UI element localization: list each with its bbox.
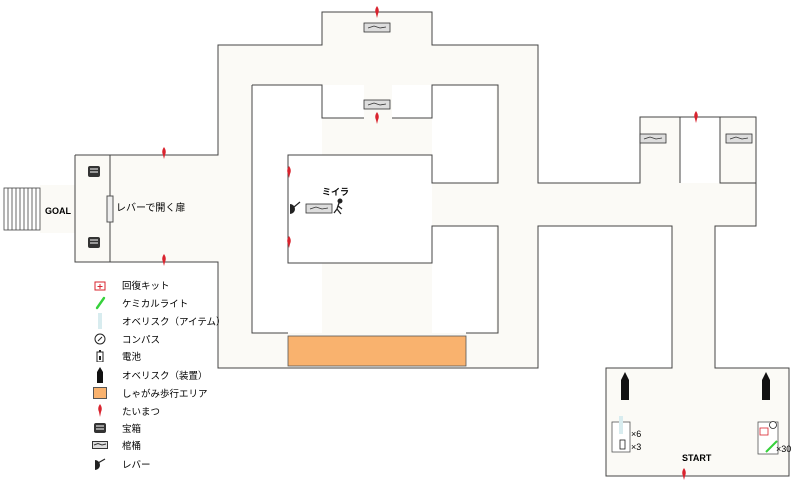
coffin-icon [92, 438, 108, 452]
start-chemical-count: ×30 [776, 444, 792, 454]
crawl-area [287, 335, 467, 367]
legend-item-compass: コンパス [92, 332, 160, 346]
treasure-chest-icon [88, 166, 100, 177]
legend-item-crawl-area: しゃがみ歩行エリア [92, 386, 208, 400]
lever-door [106, 195, 114, 223]
legend-item-obelisk-installed: オベリスク（装置） [92, 367, 208, 383]
lever-icon [92, 457, 108, 471]
start-label: START [682, 453, 712, 463]
torch-icon [287, 166, 291, 178]
torch-icon [694, 111, 698, 123]
legend-item-chemical-light: ケミカルライト [92, 296, 188, 310]
coffin-icon [725, 133, 753, 144]
legend-item-coffin: 棺桶 [92, 438, 141, 452]
obelisk-item-icon [92, 313, 108, 329]
legend-item-obelisk-item: オベリスク（アイテム） [92, 313, 226, 329]
walls [74, 11, 790, 477]
start-obelisk-count: ×6 [631, 429, 642, 439]
mummy-label: ミイラ [322, 187, 350, 197]
battery-icon [92, 349, 108, 363]
obelisk-installed-icon [762, 372, 770, 400]
goal-stairs [3, 187, 41, 231]
torch-icon [287, 236, 291, 248]
treasure-chest-icon [92, 421, 108, 435]
coffin-icon [305, 203, 333, 214]
legend-item-battery: 電池 [92, 349, 141, 363]
coffin-icon [639, 133, 667, 144]
first-aid-kit-icon [92, 278, 108, 292]
lever-door-label: レバーで開く扉 [116, 203, 186, 214]
goal-label: GOAL [45, 206, 71, 216]
legend-item-first-aid-kit: 回復キット [92, 278, 170, 292]
obelisk-installed-icon [621, 372, 629, 400]
mummy-icon [333, 198, 343, 215]
obelisk-installed-icon [92, 367, 108, 383]
torch-icon [375, 112, 379, 124]
torch-icon [375, 6, 379, 18]
start-item-box-left [611, 416, 631, 453]
start-item-box-right [757, 421, 779, 455]
coffin-icon [363, 22, 391, 33]
torch-icon [682, 468, 686, 480]
legend-item-treasure-chest: 宝箱 [92, 421, 141, 435]
coffin-icon [363, 99, 391, 110]
compass-icon [92, 332, 108, 346]
crawl-area-icon [92, 386, 108, 400]
torch-icon [162, 147, 166, 159]
chemical-light-icon [92, 296, 108, 310]
torch-icon [92, 404, 108, 418]
lever-icon [290, 201, 301, 214]
torches [162, 6, 698, 480]
torch-icon [162, 254, 166, 266]
legend-item-lever: レバー [92, 457, 151, 471]
legend-item-torch: たいまつ [92, 404, 160, 418]
treasure-chest-icon [88, 237, 100, 248]
start-battery-count: ×3 [631, 442, 642, 452]
